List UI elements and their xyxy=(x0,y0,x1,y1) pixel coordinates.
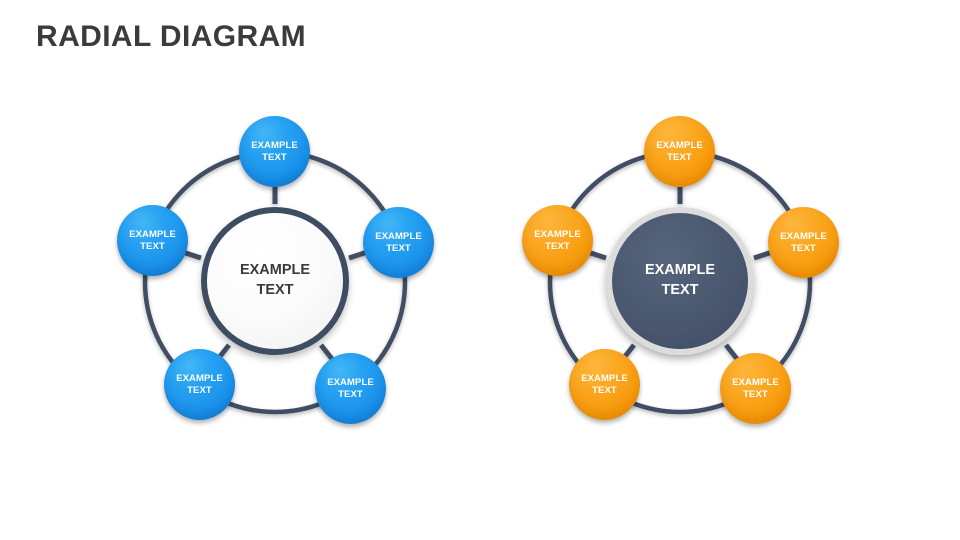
node-label-line1: EXAMPLE xyxy=(176,372,223,384)
node-label-line2: TEXT xyxy=(386,242,411,254)
node-orange-top[interactable]: EXAMPLE TEXT xyxy=(644,116,715,187)
node-label-line2: TEXT xyxy=(791,242,816,254)
page-title: RADIAL DIAGRAM xyxy=(36,20,307,53)
center-text-line2: TEXT xyxy=(256,282,294,298)
node-label-line2: TEXT xyxy=(187,384,212,396)
node-label-line2: TEXT xyxy=(140,240,165,252)
node-label-line1: EXAMPLE xyxy=(780,230,827,242)
node-label-line1: EXAMPLE xyxy=(656,139,703,151)
node-orange-bottom-left[interactable]: EXAMPLE TEXT xyxy=(569,349,640,420)
node-label-line1: EXAMPLE xyxy=(375,230,422,242)
center-text-line1: EXAMPLE xyxy=(644,262,716,279)
node-blue-bottom-left[interactable]: EXAMPLE TEXT xyxy=(164,349,235,420)
node-label-line1: EXAMPLE xyxy=(581,372,628,384)
node-label-line2: TEXT xyxy=(743,388,768,400)
node-blue-top[interactable]: EXAMPLE TEXT xyxy=(239,116,310,187)
node-label-line1: EXAMPLE xyxy=(129,228,176,240)
node-blue-bottom-right[interactable]: EXAMPLE TEXT xyxy=(315,353,386,424)
center-node-blue[interactable]: EXAMPLE TEXT xyxy=(201,207,349,355)
radial-diagram-blue: EXAMPLE TEXT EXAMPLE TEXT EXAMPLE TEXT E… xyxy=(95,96,455,446)
node-blue-right[interactable]: EXAMPLE TEXT xyxy=(363,207,434,278)
node-label-line2: TEXT xyxy=(338,388,363,400)
node-label-line2: TEXT xyxy=(592,384,617,396)
node-orange-left[interactable]: EXAMPLE TEXT xyxy=(522,205,593,276)
node-label-line2: TEXT xyxy=(545,240,570,252)
node-label-line1: EXAMPLE xyxy=(534,228,581,240)
node-orange-right[interactable]: EXAMPLE TEXT xyxy=(768,207,839,278)
node-label-line1: EXAMPLE xyxy=(327,376,374,388)
node-label-line2: TEXT xyxy=(667,151,692,163)
node-orange-bottom-right[interactable]: EXAMPLE TEXT xyxy=(720,353,791,424)
node-label-line1: EXAMPLE xyxy=(251,139,298,151)
center-node-orange[interactable]: EXAMPLE TEXT xyxy=(606,207,754,355)
center-text-line2: TEXT xyxy=(661,282,699,298)
radial-diagram-orange: EXAMPLE TEXT EXAMPLE TEXT EXAMPLE TEXT E… xyxy=(500,96,860,446)
node-label-line2: TEXT xyxy=(262,151,287,163)
node-label-line1: EXAMPLE xyxy=(732,376,779,388)
node-blue-left[interactable]: EXAMPLE TEXT xyxy=(117,205,188,276)
center-text-line1: EXAMPLE xyxy=(239,262,311,279)
